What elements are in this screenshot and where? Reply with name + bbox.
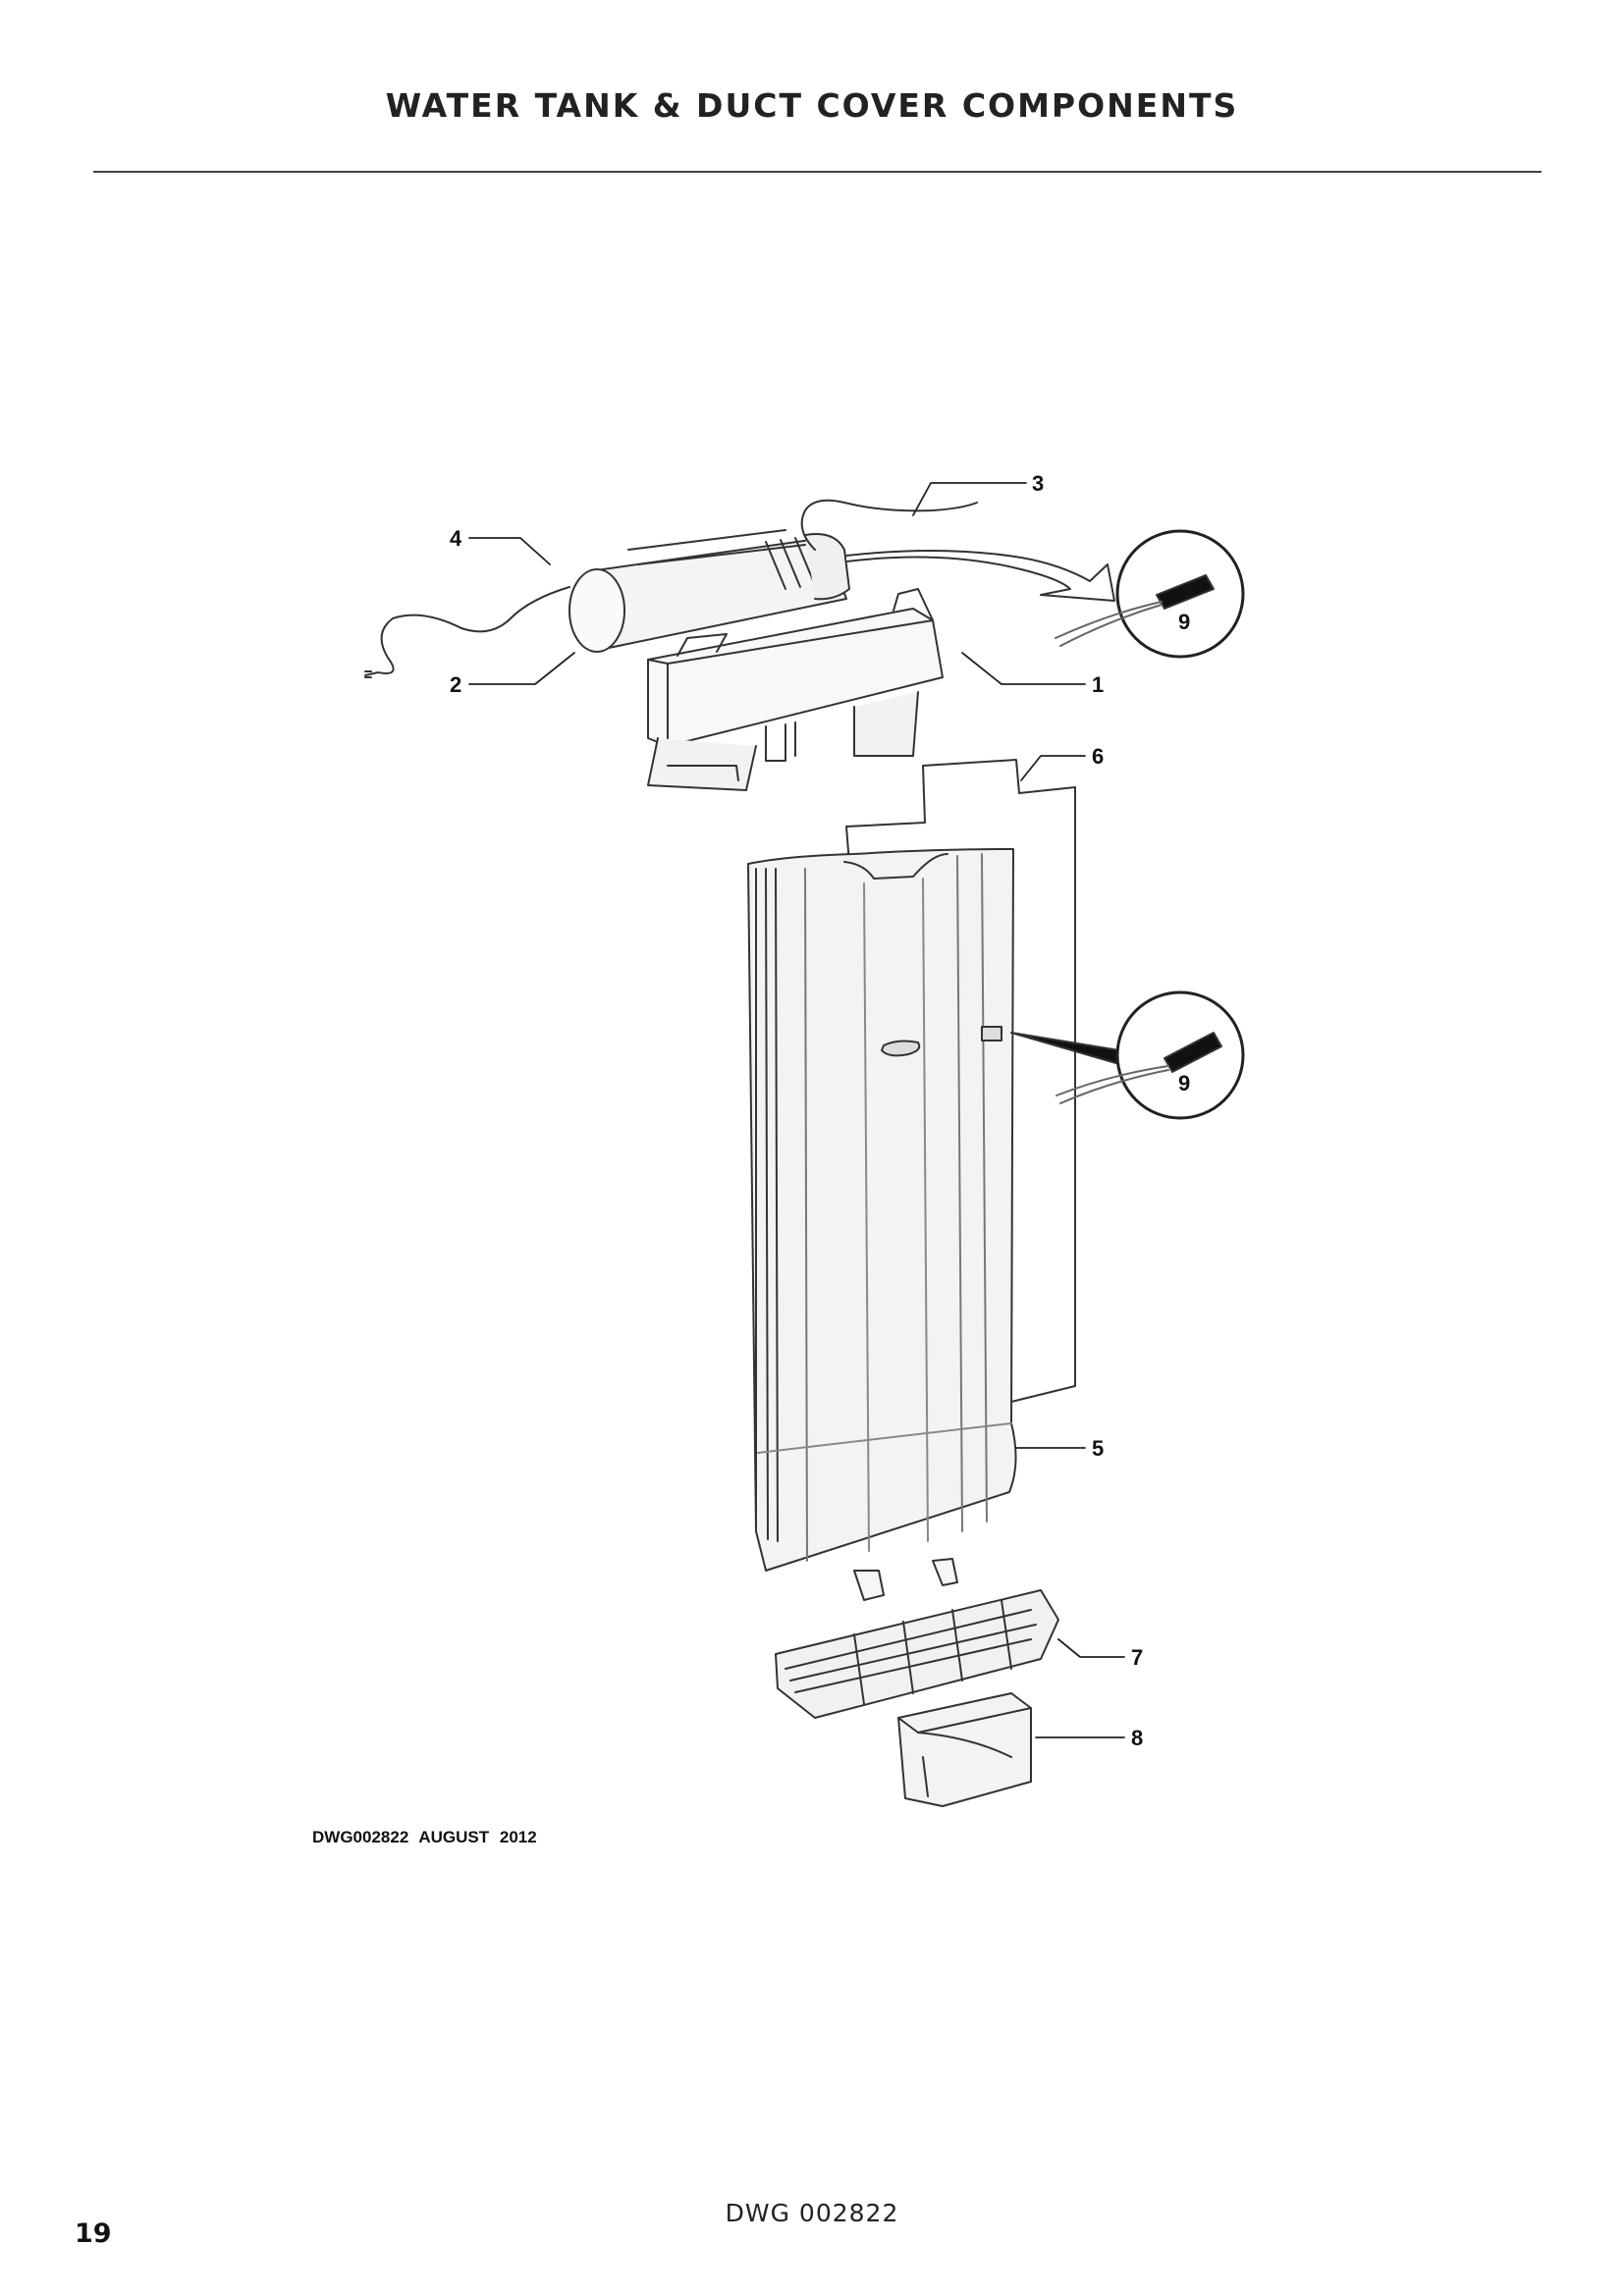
sensor-detail-lower [1056,990,1245,1120]
callout-7: 7 [1131,1645,1143,1670]
callout-4: 4 [450,526,462,551]
tank-wire-left [364,586,570,676]
duct-vent-part [775,1558,1059,1719]
duct-cover-part [747,848,1017,1572]
water-tank-part [568,529,850,653]
callout-2: 2 [450,672,461,697]
tank-wire-top [800,499,978,551]
page-number: 19 [75,2218,112,2249]
callout-9-upper: 9 [1178,610,1190,634]
sensor-detail-upper [1055,529,1245,659]
callout-1: 1 [1092,672,1104,697]
callout-5: 5 [1092,1436,1104,1461]
callout-6: 6 [1092,744,1104,769]
leader-lines [468,482,1125,1738]
tank-housing-part [647,588,944,791]
callout-3: 3 [1032,471,1044,496]
duct-end-cap-part [897,1692,1032,1807]
callout-8: 8 [1131,1726,1143,1750]
sensor-arrow-top [845,549,1115,602]
drawing-reference: DWG002822 AUGUST 2012 [312,1828,537,1846]
page-title: WATER TANK & DUCT COVER COMPONENTS [385,86,1239,125]
title-divider [93,171,1542,173]
callout-9-lower: 9 [1178,1071,1190,1095]
footer-drawing-number: DWG 002822 [725,2199,899,2227]
